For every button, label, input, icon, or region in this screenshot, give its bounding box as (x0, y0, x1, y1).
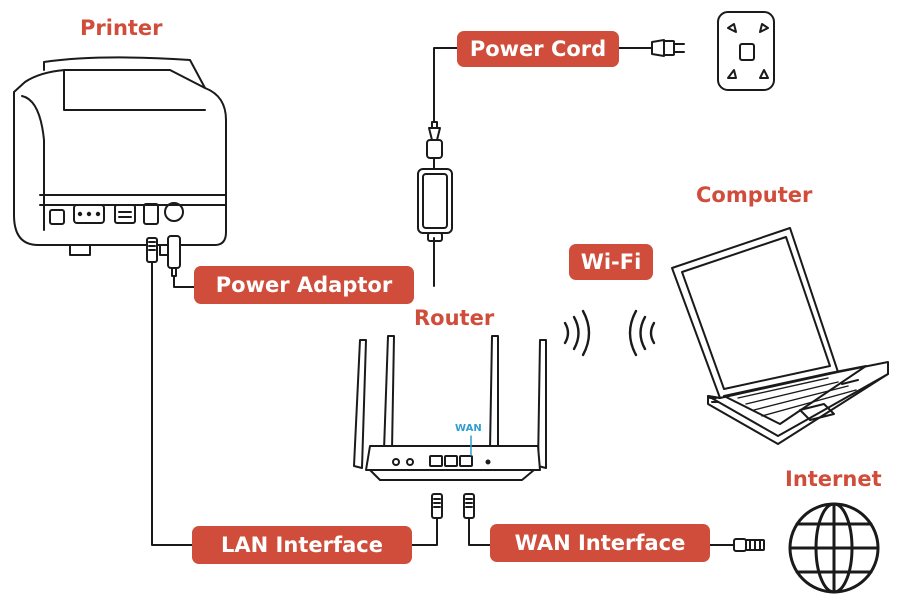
computer-heading: Computer (696, 183, 813, 207)
rj45-connector-icon (146, 237, 158, 263)
printer-heading: Printer (80, 16, 163, 40)
internet-heading: Internet (785, 467, 882, 491)
printer-icon (13, 56, 227, 256)
wifi-label: Wi-Fi (569, 244, 653, 280)
power-adaptor-icon (417, 168, 453, 242)
power-plug-icon (167, 235, 181, 277)
rj45-connector-icon (431, 493, 443, 519)
rj45-connector-icon (733, 538, 765, 552)
wan-port-label: WAN (455, 423, 482, 434)
power-plug-icon (651, 39, 685, 57)
router-icon (353, 335, 547, 481)
router-lan-cable (409, 517, 438, 546)
wifi-waves-icon (563, 309, 656, 357)
wan-interface-label: WAN Interface (490, 524, 710, 562)
lan-interface-label: LAN Interface (192, 526, 412, 564)
globe-icon (788, 502, 880, 594)
router-wan-cable (468, 517, 493, 546)
router-heading: Router (414, 306, 495, 330)
power-cord-cable (433, 47, 463, 123)
rj45-connector-icon (463, 493, 475, 519)
power-adaptor-label: Power Adaptor (194, 266, 414, 304)
power-adaptor-cable (173, 275, 197, 288)
power-cord-label: Power Cord (457, 31, 619, 67)
laptop-icon (671, 227, 889, 445)
wall-socket-icon (717, 11, 775, 91)
lan-cable (151, 261, 193, 546)
